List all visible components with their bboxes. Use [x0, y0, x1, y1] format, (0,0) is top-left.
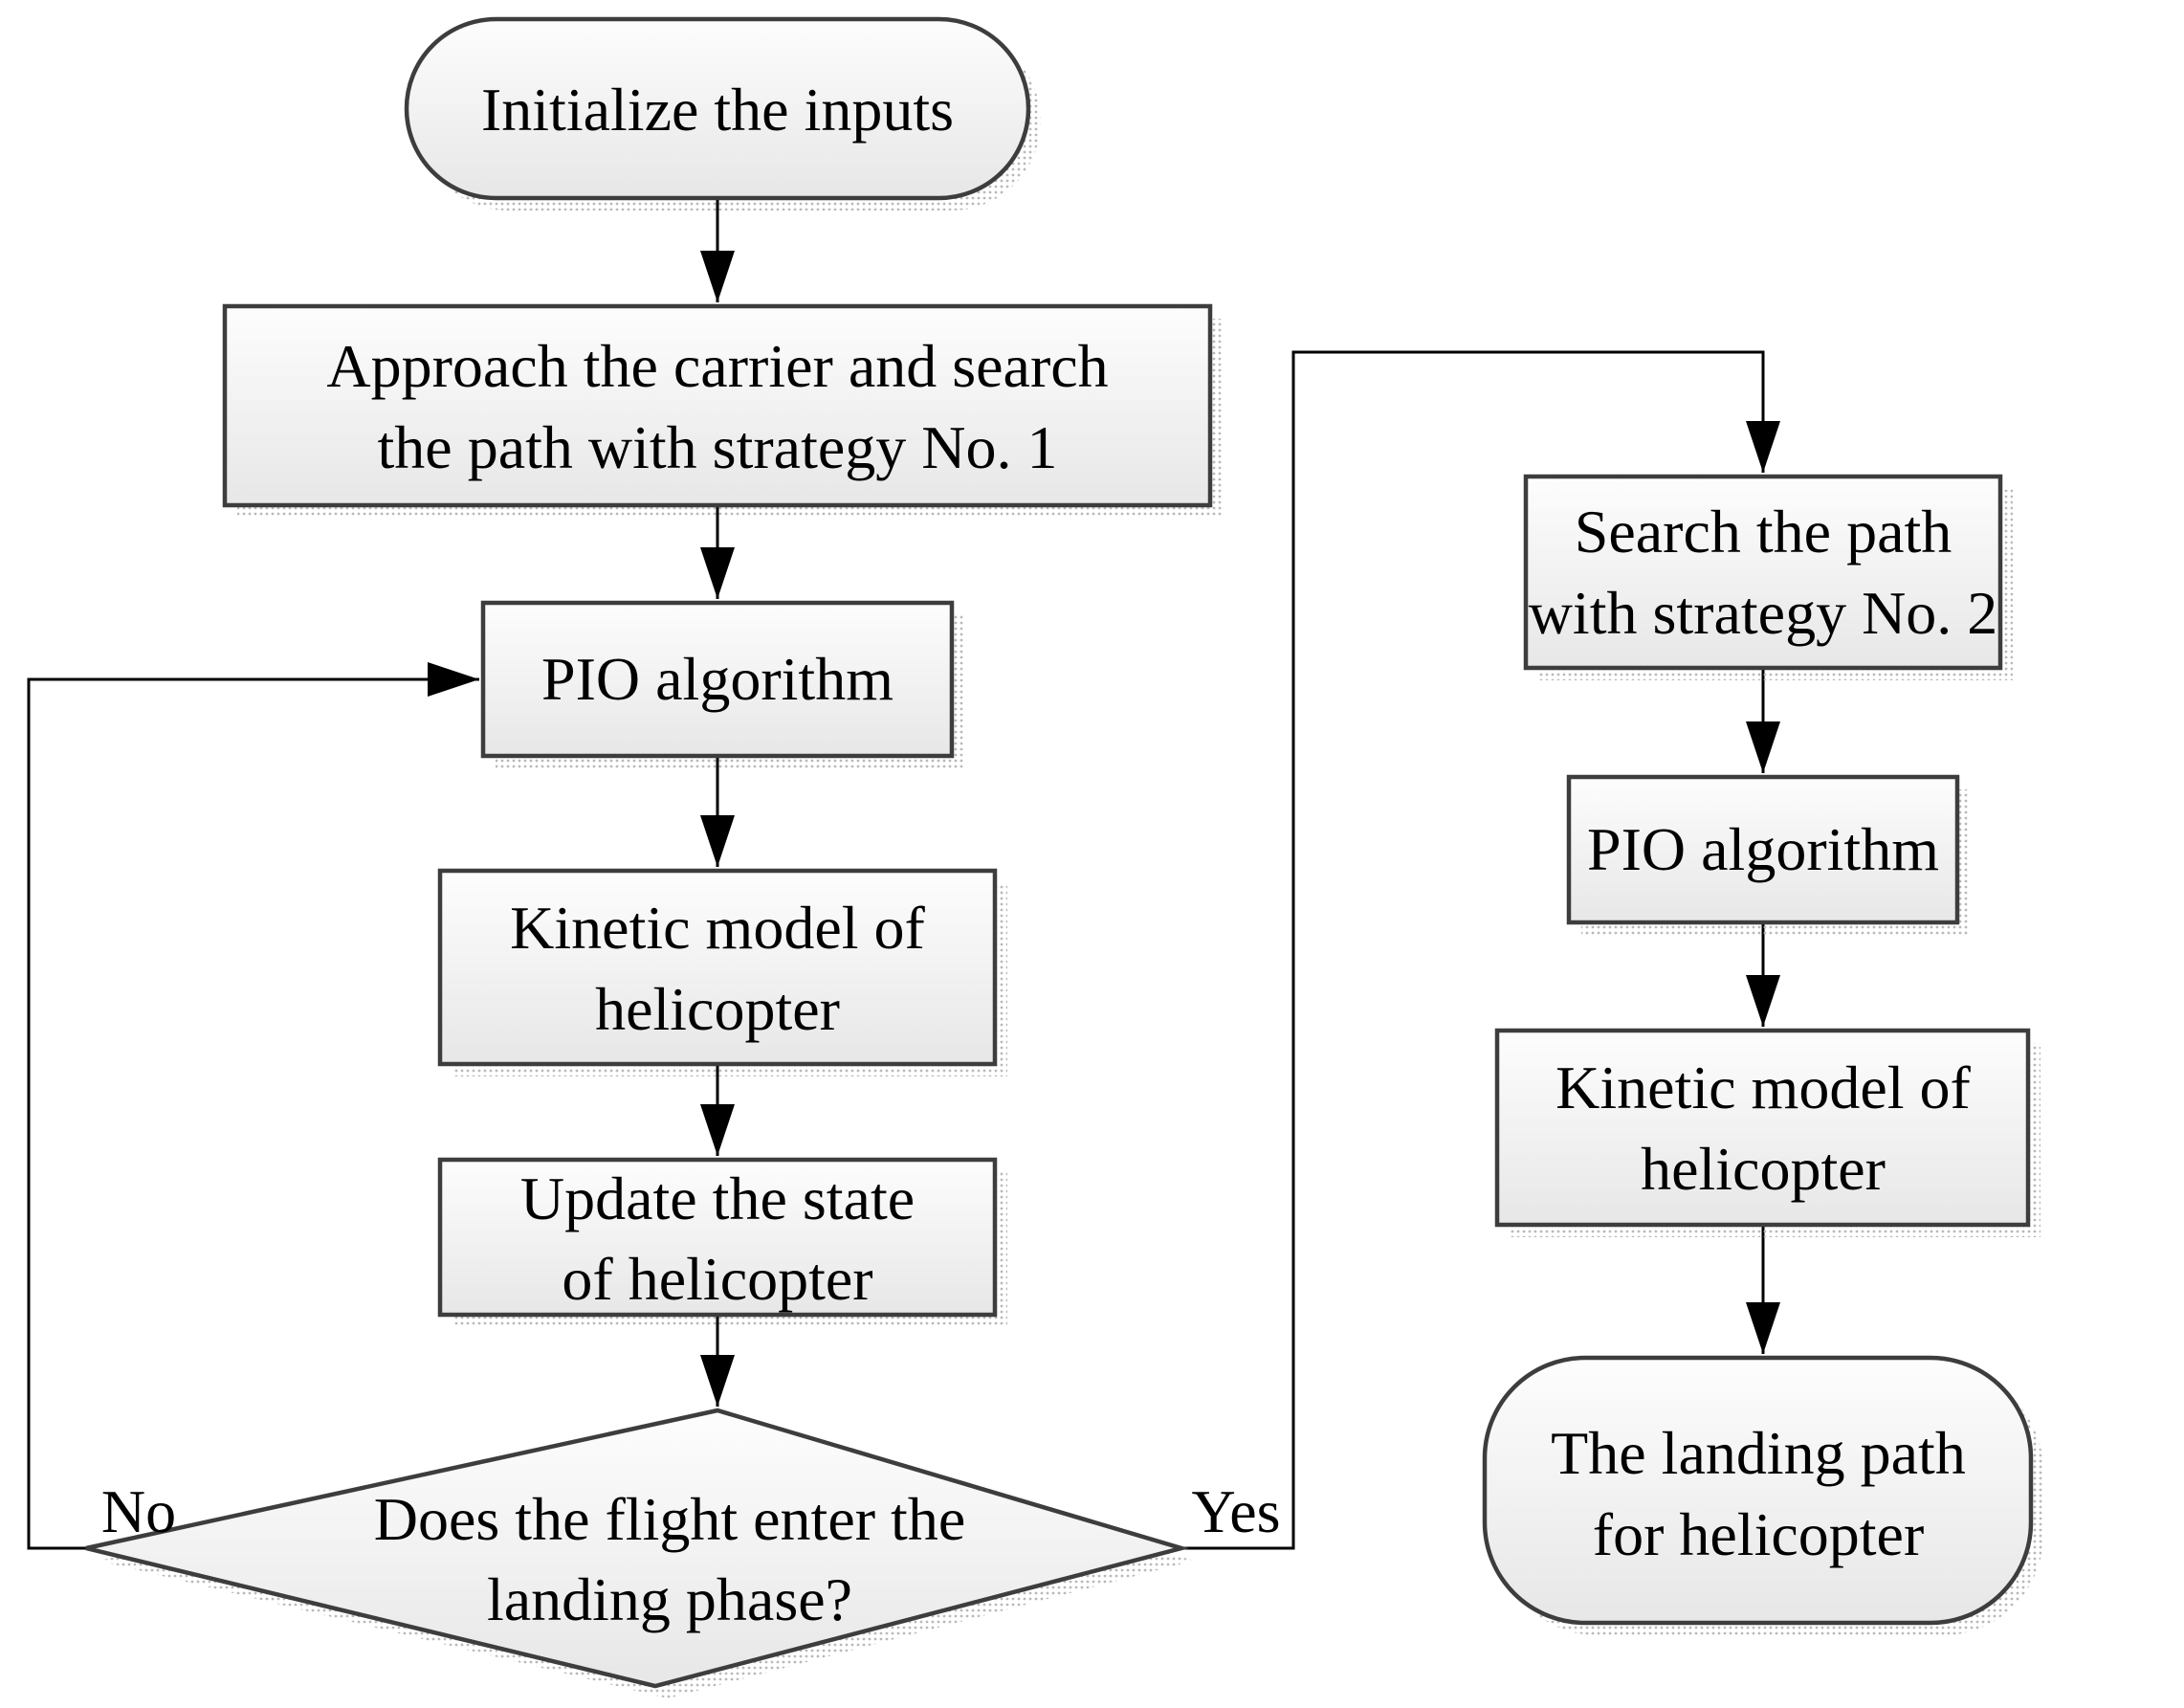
- node-kinetic-model-1: Kinetic model of helicopter: [437, 868, 1007, 1076]
- node-pio-algorithm-2-label: PIO algorithm: [1587, 815, 1939, 883]
- process-shape: [437, 868, 998, 1067]
- node-landing-decision: Does the flight enter the landing phase?: [85, 1408, 1194, 1698]
- node-update-state-line1: Update the state: [520, 1165, 915, 1232]
- process-shape: [1494, 1028, 2031, 1228]
- node-kinetic-model-1-line1: Kinetic model of: [510, 894, 925, 962]
- process-shape: [480, 600, 955, 759]
- process-shape: [222, 303, 1213, 508]
- edge-decision-no-loopback-to-pio1: [27, 662, 479, 1550]
- node-landing-decision-line2: landing phase?: [487, 1565, 852, 1633]
- decision-shape: [85, 1408, 1190, 1689]
- node-pio-algorithm-1: PIO algorithm: [480, 600, 964, 768]
- node-search-strategy-2: Search the path with strategy No. 2: [1523, 474, 2013, 680]
- node-pio-algorithm-1-label: PIO algorithm: [541, 645, 893, 713]
- process-shape: [437, 1157, 998, 1318]
- label-no-branch: No: [101, 1477, 176, 1545]
- node-initialize-label: Initialize the inputs: [481, 76, 954, 144]
- node-kinetic-model-2-line2: helicopter: [1641, 1135, 1886, 1203]
- edges: [27, 200, 1780, 1550]
- node-landing-path-line2: for helicopter: [1593, 1500, 1925, 1568]
- node-search-strategy-2-line2: with strategy No. 2: [1529, 579, 1998, 647]
- node-pio-algorithm-2: PIO algorithm: [1566, 774, 1970, 935]
- node-kinetic-model-2-line1: Kinetic model of: [1555, 1054, 1971, 1121]
- edge-decision-yes-to-search2: [1181, 350, 1780, 1550]
- node-approach-carrier-line1: Approach the carrier and search: [326, 332, 1108, 400]
- node-approach-carrier: Approach the carrier and search the path…: [222, 303, 1223, 518]
- terminator-shape: [1482, 1355, 2034, 1626]
- terminator-shape: [404, 16, 1031, 201]
- node-search-strategy-2-line1: Search the path: [1575, 498, 1952, 566]
- node-update-state-line2: of helicopter: [562, 1245, 872, 1313]
- node-kinetic-model-2: Kinetic model of helicopter: [1494, 1028, 2041, 1237]
- node-landing-decision-line1: Does the flight enter the: [374, 1485, 965, 1553]
- node-initialize: Initialize the inputs: [404, 16, 1041, 211]
- node-kinetic-model-1-line2: helicopter: [595, 975, 840, 1043]
- label-yes-branch: Yes: [1191, 1477, 1280, 1545]
- node-approach-carrier-line2: the path with strategy No. 1: [378, 413, 1058, 481]
- node-landing-path-line1: The landing path: [1551, 1419, 1966, 1487]
- process-shape: [1566, 774, 1960, 925]
- node-landing-path: The landing path for helicopter: [1482, 1355, 2043, 1635]
- process-shape: [1523, 474, 2003, 671]
- node-update-state: Update the state of helicopter: [437, 1157, 1007, 1327]
